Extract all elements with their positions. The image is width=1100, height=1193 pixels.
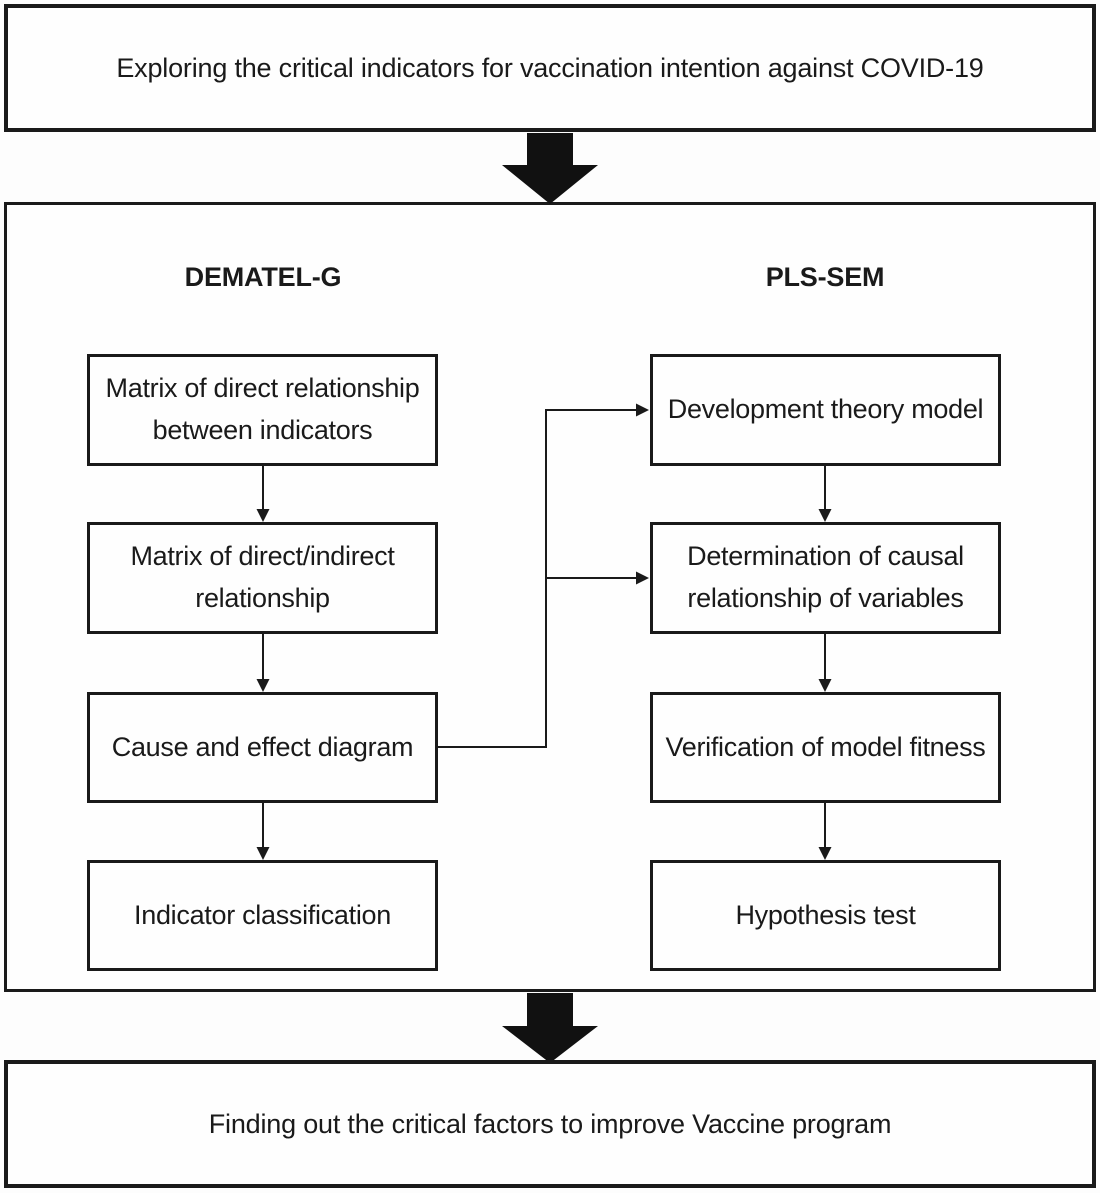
step-label: Verification of model fitness bbox=[665, 731, 986, 762]
column-heading-pls-sem: PLS-SEM bbox=[765, 262, 885, 292]
top-banner: Exploring the critical indicators for va… bbox=[4, 4, 1096, 132]
column-heading-dematel-g: DEMATEL-G bbox=[184, 262, 342, 292]
step-box-matrix-direct-relationship: Matrix of direct relationship between in… bbox=[87, 354, 438, 466]
bottom-banner-text: Finding out the critical factors to impr… bbox=[208, 1108, 892, 1139]
step-label: Hypothesis test bbox=[735, 899, 916, 930]
step-box-determination-causal-relationship: Determination of causal relationship of … bbox=[650, 522, 1001, 634]
step-label: Determination of causal relationship of … bbox=[687, 541, 964, 613]
step-box-verification-model-fitness: Verification of model fitness bbox=[650, 692, 1001, 803]
step-box-matrix-direct-indirect: Matrix of direct/indirect relationship bbox=[87, 522, 438, 634]
top-banner-text: Exploring the critical indicators for va… bbox=[116, 52, 984, 83]
step-label: Matrix of direct/indirect relationship bbox=[130, 541, 395, 613]
step-box-hypothesis-test: Hypothesis test bbox=[650, 860, 1001, 971]
step-label: Indicator classification bbox=[134, 899, 391, 930]
step-box-development-theory-model: Development theory model bbox=[650, 354, 1001, 466]
step-box-cause-effect-diagram: Cause and effect diagram bbox=[87, 692, 438, 803]
step-label: Development theory model bbox=[667, 394, 984, 425]
bottom-banner: Finding out the critical factors to impr… bbox=[4, 1060, 1096, 1188]
step-label: Cause and effect diagram bbox=[111, 731, 414, 762]
step-label: Matrix of direct relationship between in… bbox=[105, 373, 420, 445]
down-arrow-icon bbox=[502, 133, 598, 204]
step-box-indicator-classification: Indicator classification bbox=[87, 860, 438, 971]
down-arrow-icon bbox=[502, 993, 598, 1063]
